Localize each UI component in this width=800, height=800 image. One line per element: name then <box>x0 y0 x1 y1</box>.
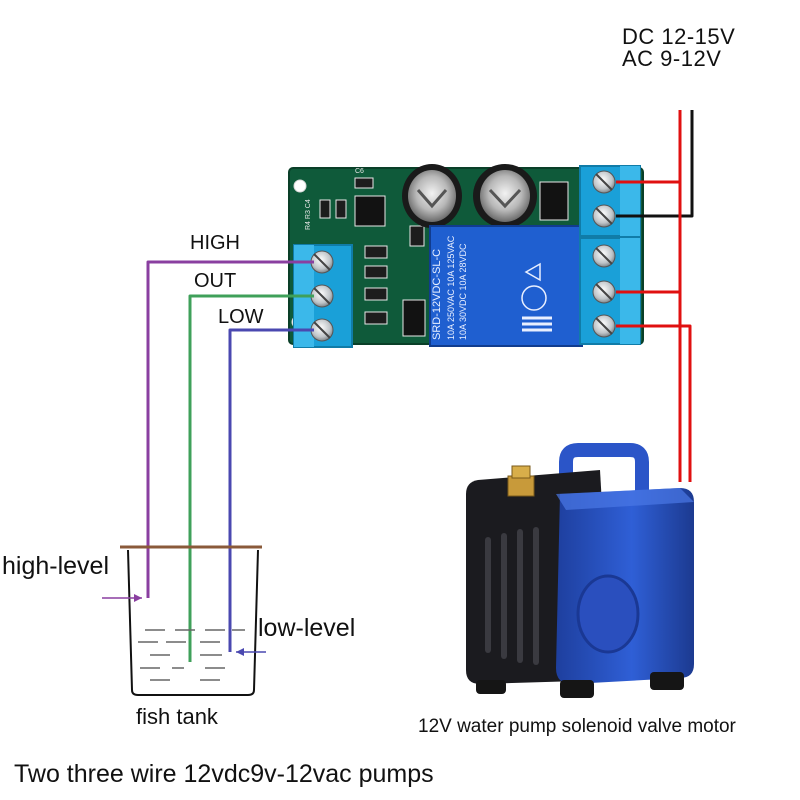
high-level-label: high-level <box>2 552 110 580</box>
probe-out-label: OUT <box>194 270 237 292</box>
terminal-screw-power-neg[interactable] <box>592 204 616 228</box>
relay: SRD-12VDC-SL-C 10A 250VAC 10A 125VAC 10A… <box>429 225 583 347</box>
relay-model-label: SRD-12VDC-SL-C <box>431 249 443 340</box>
terminal-screw-com[interactable] <box>592 280 616 304</box>
terminal-screw-no[interactable] <box>592 314 616 338</box>
capacitor-right <box>473 164 537 228</box>
wire-no-to-pump <box>616 324 692 482</box>
svg-text:C6: C6 <box>355 168 364 175</box>
wire-supply-black <box>616 110 694 218</box>
terminal-screw-nc[interactable] <box>592 244 616 268</box>
wire-high <box>146 260 314 598</box>
wire-out <box>188 294 314 662</box>
capacitor-left <box>402 164 462 228</box>
terminal-screw-power-pos[interactable] <box>592 170 616 194</box>
probe-high-label: HIGH <box>190 232 240 254</box>
low-level-label: low-level <box>258 614 356 642</box>
svg-text:R4 R3 C4: R4 R3 C4 <box>305 199 312 230</box>
relay-rating-2: 10A 30VDC 10A 28VDC <box>458 243 468 340</box>
fish-tank-caption: fish tank <box>136 704 218 729</box>
fish-tank <box>120 545 262 696</box>
footer-caption: Two three wire 12vdc9v-12vac pumps <box>14 760 434 788</box>
terminal-screw-low[interactable] <box>310 318 334 342</box>
probe-low-label: LOW <box>218 306 264 328</box>
terminal-screw-out[interactable] <box>310 284 334 308</box>
water-pump <box>466 443 694 698</box>
wire-low <box>228 328 314 652</box>
high-level-arrow <box>102 594 142 602</box>
supply-ac-label: AC 9-12V <box>622 46 722 71</box>
relay-rating-1: 10A 250VAC 10A 125VAC <box>446 235 456 340</box>
terminal-screw-high[interactable] <box>310 250 334 274</box>
supply-dc-label: DC 12-15V <box>622 24 736 49</box>
pump-caption: 12V water pump solenoid valve motor <box>418 716 736 737</box>
low-level-arrow <box>236 648 266 656</box>
